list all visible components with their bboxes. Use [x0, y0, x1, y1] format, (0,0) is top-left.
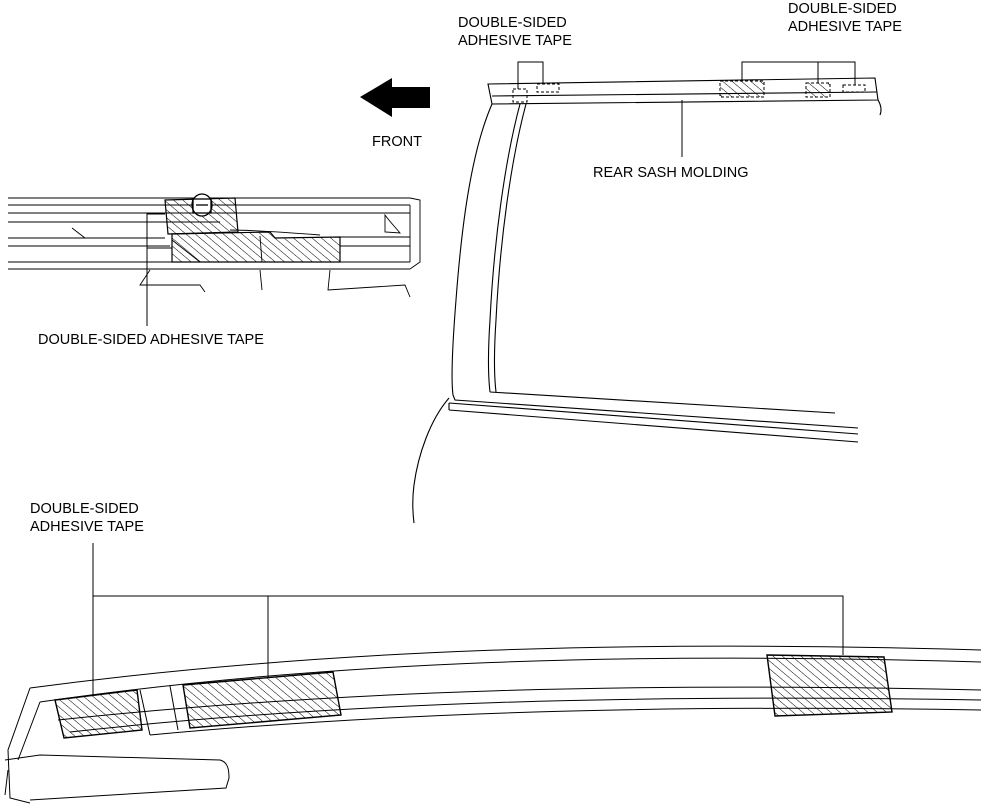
label-line: ADHESIVE TAPE — [788, 19, 902, 35]
label-tape-detail: DOUBLE-SIDED ADHESIVE TAPE — [38, 332, 264, 348]
label-tape-bottom: DOUBLE-SIDED ADHESIVE TAPE — [30, 500, 144, 536]
label-line: ADHESIVE TAPE — [458, 33, 572, 49]
label-line: DOUBLE-SIDED — [458, 15, 567, 31]
detail-tapes — [164, 197, 341, 263]
detail-leader — [146, 213, 172, 326]
label-tape-top-left: DOUBLE-SIDED ADHESIVE TAPE — [458, 14, 572, 50]
arrow-left-icon — [360, 78, 430, 117]
bottom-tapes — [54, 654, 893, 739]
label-line: DOUBLE-SIDED — [788, 1, 897, 17]
label-rear-sash-molding: REAR SASH MOLDING — [593, 165, 749, 181]
bottom-leaders — [92, 543, 844, 695]
label-front: FRONT — [372, 134, 422, 150]
overview-leaders — [517, 61, 856, 157]
vehicle-overview — [412, 77, 882, 524]
detail-molding-closeup — [8, 197, 421, 298]
label-line: ADHESIVE TAPE — [30, 519, 144, 535]
label-line: DOUBLE-SIDED — [30, 501, 139, 517]
overview-tapes — [512, 80, 866, 103]
label-tape-top-right: DOUBLE-SIDED ADHESIVE TAPE — [788, 0, 902, 36]
clip-icon — [191, 193, 213, 217]
